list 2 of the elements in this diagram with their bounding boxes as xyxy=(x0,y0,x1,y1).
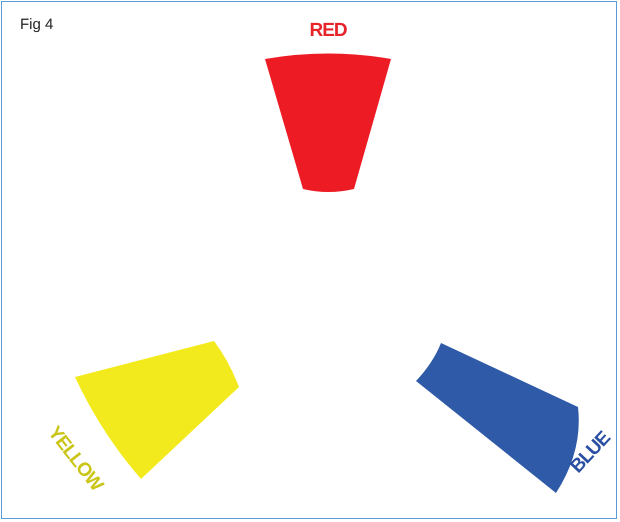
color-label: RED xyxy=(310,20,347,42)
figure-title: Fig 4 xyxy=(20,16,54,33)
